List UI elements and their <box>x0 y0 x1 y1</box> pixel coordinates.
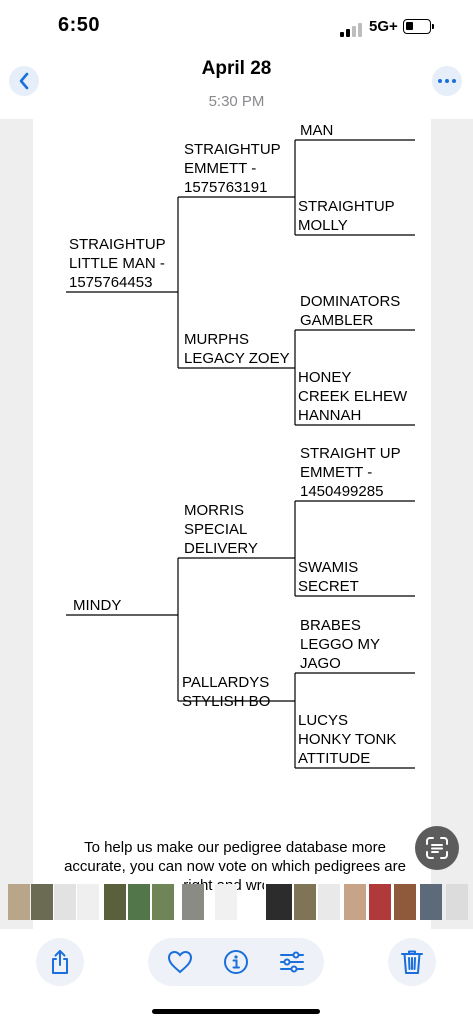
more-button[interactable] <box>432 66 462 96</box>
pedigree-sire-dam: MURPHS LEGACY ZOEY <box>184 331 290 367</box>
pedigree-gen3-5: STRAIGHT UP EMMETT - 1450499285 <box>300 445 401 500</box>
info-icon <box>224 950 248 974</box>
thumbnail[interactable] <box>104 884 126 920</box>
adjust-button[interactable] <box>272 938 312 986</box>
thumbnail-selected[interactable] <box>264 882 294 922</box>
status-time: 6:50 <box>58 14 101 36</box>
thumbnail[interactable] <box>294 884 316 920</box>
pedigree-lines <box>66 139 415 769</box>
share-button[interactable] <box>36 938 84 986</box>
live-text-button[interactable] <box>415 826 459 870</box>
pedigree-gen3-7: BRABES LEGGO MY JAGO <box>300 617 381 672</box>
network-type: 5G+ <box>369 18 398 35</box>
thumbnail-strip[interactable] <box>0 882 473 922</box>
pedigree-gen3-4: HONEY CREEK ELHEW HANNAH <box>298 369 408 424</box>
pedigree-photo: STRAIGHTUP LITTLE MAN - 1575764453 MINDY… <box>33 119 431 929</box>
thumbnail[interactable] <box>369 884 391 920</box>
photo-time: 5:30 PM <box>208 93 265 110</box>
pedigree-dam-dam: PALLARDYS STYLISH BO <box>182 674 271 710</box>
thumbnail[interactable] <box>318 884 340 920</box>
pedigree-subject-dam: MINDY <box>73 597 122 614</box>
favorite-button[interactable] <box>160 938 200 986</box>
chevron-left-icon <box>19 72 29 90</box>
thumbnail[interactable] <box>31 884 53 920</box>
pedigree-gen3-6: SWAMIS SECRET <box>298 559 359 595</box>
thumbnail[interactable] <box>54 884 76 920</box>
thumbnail[interactable] <box>446 884 468 920</box>
live-text-icon <box>426 837 448 859</box>
ellipsis-icon <box>438 79 456 83</box>
pedigree-dam-sire: MORRIS SPECIAL DELIVERY <box>184 502 258 557</box>
battery-icon <box>403 19 431 34</box>
thumbnail[interactable] <box>128 884 150 920</box>
cellular-signal-icon <box>340 23 362 37</box>
share-icon <box>52 950 68 974</box>
delete-button[interactable] <box>388 938 436 986</box>
thumbnail[interactable] <box>215 884 237 920</box>
back-button[interactable] <box>9 66 39 96</box>
thumbnail[interactable] <box>420 884 442 920</box>
photo-date: April 28 <box>201 58 272 79</box>
thumbnail[interactable] <box>8 884 30 920</box>
pedigree-subject-sire: STRAIGHTUP LITTLE MAN - 1575764453 <box>69 236 166 291</box>
thumbnail[interactable] <box>394 884 416 920</box>
pedigree-gen3-8: LUCYS HONKY TONK ATTITUDE <box>298 712 397 767</box>
thumbnail[interactable] <box>344 884 366 920</box>
pedigree-gen3-2: STRAIGHTUP MOLLY <box>298 198 395 234</box>
battery-cap <box>432 24 434 29</box>
pedigree-gen3-3: DOMINATORS GAMBLER <box>300 293 401 329</box>
heart-icon <box>167 950 193 974</box>
pedigree-sire-sire: STRAIGHTUP EMMETT - 1575763191 <box>184 141 281 196</box>
thumbnail[interactable] <box>77 884 99 920</box>
home-indicator <box>152 1009 320 1014</box>
info-button[interactable] <box>216 938 256 986</box>
thumbnail[interactable] <box>152 884 174 920</box>
thumbnail[interactable] <box>182 884 204 920</box>
pedigree-gen3-1: MAN <box>300 122 334 139</box>
trash-icon <box>401 950 423 974</box>
sliders-icon <box>280 951 304 973</box>
